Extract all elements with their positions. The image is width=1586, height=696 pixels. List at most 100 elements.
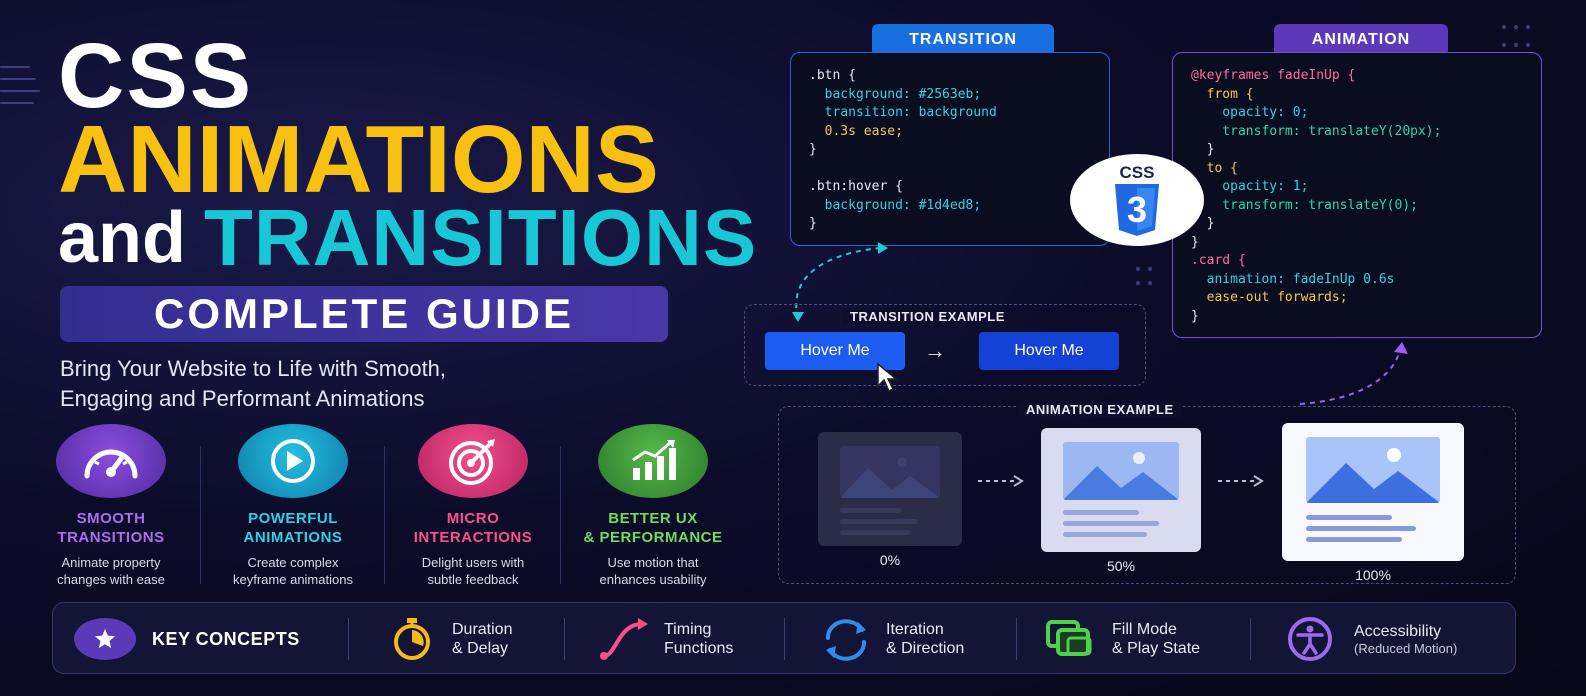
kc-divider <box>348 618 349 660</box>
key-concepts-header: KEY CONCEPTS <box>74 614 300 664</box>
concept-timing-functions: Timing Functions <box>596 614 733 664</box>
feature-desc: subtle feedback <box>427 572 519 588</box>
hover-me-button[interactable]: Hover Me <box>765 332 905 370</box>
animation-tag-label: ANIMATION <box>1311 31 1411 48</box>
concept-fill-mode: Fill Mode & Play State <box>1044 614 1200 664</box>
feature-title: ANIMATIONS <box>243 528 343 546</box>
code-line: } <box>1191 234 1199 250</box>
transition-example-box <box>744 304 1146 386</box>
text-line <box>1063 532 1147 537</box>
complete-guide-label: COMPLETE GUIDE <box>153 290 575 337</box>
step-label-100: 100% <box>1355 567 1391 583</box>
key-concepts-label: KEY CONCEPTS <box>152 628 300 649</box>
hover-me-label: Hover Me <box>1014 342 1084 359</box>
image-placeholder-icon <box>1063 442 1179 500</box>
code-line: ease-out forwards; <box>1191 290 1348 305</box>
feature-title: & PERFORMANCE <box>583 528 723 546</box>
code-line: } <box>1191 216 1215 231</box>
feature-desc: enhances usability <box>599 572 707 588</box>
code-line: } <box>1191 142 1215 157</box>
feature-title: MICRO <box>446 510 500 527</box>
css3-logo-text: CSS <box>1120 163 1155 182</box>
concept-label: Iteration <box>886 620 944 638</box>
animation-tag: ANIMATION <box>1274 24 1448 56</box>
step-label-0: 0% <box>879 552 901 568</box>
concept-accessibility: Accessibility (Reduced Motion) <box>1278 614 1457 664</box>
concept-label: Timing <box>664 620 712 638</box>
target-icon <box>418 424 528 498</box>
code-line: @keyframes fadeInUp { <box>1191 68 1356 83</box>
headline-and: and <box>58 198 187 278</box>
feature-better-ux: BETTER UX & PERFORMANCE Use motion that … <box>568 424 738 589</box>
concept-label: Functions <box>664 640 734 657</box>
text-line <box>1306 526 1416 531</box>
headline-animations: ANIMATIONS <box>58 106 659 213</box>
feature-title: INTERACTIONS <box>413 528 533 546</box>
code-line: .btn { <box>809 68 856 83</box>
code-line: transition: background <box>809 105 997 120</box>
text-line <box>1063 521 1159 526</box>
code-line: } <box>809 142 817 157</box>
css3-logo-number: 3 <box>1127 189 1147 230</box>
transition-arrow: → <box>924 338 946 363</box>
kc-divider <box>1250 618 1251 660</box>
decorative-dots <box>1136 272 1160 290</box>
text-line <box>1306 515 1392 520</box>
concept-label: & Delay <box>452 640 509 657</box>
feature-smooth-transitions: SMOOTH TRANSITIONS Animate property chan… <box>26 424 196 589</box>
concept-label: Fill Mode <box>1112 620 1177 638</box>
code-line: to { <box>1191 160 1238 176</box>
code-line: animation: fadeInUp 0.6s <box>1191 271 1395 287</box>
code-line: .card { <box>1191 253 1246 268</box>
decorative-dots <box>1502 34 1538 52</box>
speedometer-icon <box>56 424 166 498</box>
code-line: background: #2563eb; <box>809 86 982 102</box>
subtitle: Bring Your Website to Life with Smooth, … <box>60 354 700 413</box>
text-line <box>1306 537 1402 542</box>
code-line: .btn:hover { <box>809 179 903 194</box>
transition-code-panel: .btn { background: #2563eb; transition: … <box>790 52 1110 246</box>
feature-powerful-animations: POWERFUL ANIMATIONS Create complex keyfr… <box>208 424 378 589</box>
hover-me-label: Hover Me <box>800 342 870 359</box>
feature-desc: Animate property <box>61 554 161 570</box>
feature-desc: changes with ease <box>57 572 165 588</box>
image-placeholder-icon <box>840 446 940 498</box>
code-line: transform: translateY(0); <box>1191 197 1418 213</box>
concept-iteration-direction: Iteration & Direction <box>818 614 964 664</box>
concept-label: & Direction <box>886 640 965 657</box>
subtitle-line-1: Bring Your Website to Life with Smooth, <box>60 356 447 381</box>
cursor-icon <box>877 362 899 393</box>
connector-arrow-animation <box>1299 342 1408 405</box>
text-line <box>840 508 902 513</box>
decorative-lines <box>0 66 40 114</box>
image-placeholder-icon <box>1306 437 1440 503</box>
animation-card-100 <box>1282 423 1464 561</box>
concept-duration-delay: Duration & Delay <box>384 614 512 664</box>
concept-label: Accessibility <box>1354 622 1442 640</box>
code-line: } <box>1191 308 1199 324</box>
transition-tag-label: TRANSITION <box>909 31 1017 48</box>
code-line: transform: translateY(20px); <box>1191 123 1442 139</box>
hover-me-button-hovered[interactable]: Hover Me <box>979 332 1119 370</box>
code-line: from { <box>1191 86 1254 102</box>
text-line <box>1063 510 1139 515</box>
accessibility-icon <box>1288 617 1332 661</box>
kc-divider <box>1016 618 1017 660</box>
connector-arrow-transition <box>792 242 888 322</box>
kc-divider <box>564 618 565 660</box>
code-line: opacity: 1; <box>1191 179 1309 194</box>
feature-micro-interactions: MICRO INTERACTIONS Delight users with su… <box>388 424 558 589</box>
layers-icon <box>1046 620 1092 656</box>
animation-code-panel: @keyframes fadeInUp { from { opacity: 0;… <box>1172 52 1542 338</box>
text-line <box>840 519 918 524</box>
chart-up-icon <box>598 424 708 498</box>
feature-divider <box>200 446 201 584</box>
feature-divider <box>560 446 561 584</box>
feature-title: POWERFUL <box>248 510 338 527</box>
feature-desc: Create complex <box>247 554 339 570</box>
feature-title: TRANSITIONS <box>57 528 165 546</box>
animation-example-label: ANIMATION EXAMPLE <box>1018 402 1182 417</box>
dashed-arrow-icon <box>1218 475 1264 487</box>
complete-guide-banner: COMPLETE GUIDE <box>60 286 668 342</box>
feature-title: BETTER UX <box>608 510 698 527</box>
